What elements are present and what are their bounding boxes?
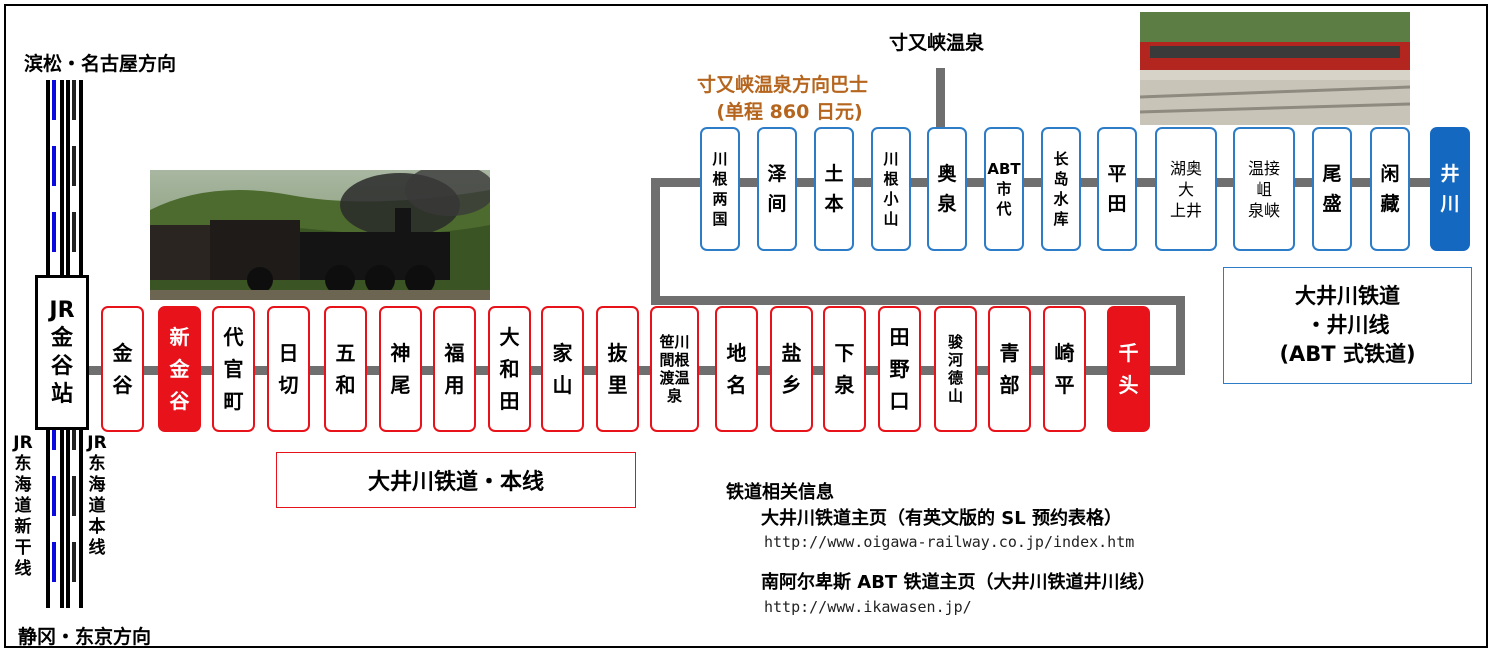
main-station[interactable]: 大 和 田 — [488, 306, 531, 432]
ikawa-station[interactable]: 温接 岨 泉峡 — [1233, 127, 1295, 251]
sl-train-illustration — [150, 170, 490, 300]
ikawa-station[interactable]: 湖奥 大 上井 — [1155, 127, 1217, 251]
ikawa-station[interactable]: 井 川 — [1430, 127, 1470, 251]
main-station[interactable]: 骏 河 德 山 — [934, 306, 977, 432]
sl-train-photo — [150, 170, 490, 300]
jr-kanaya-station[interactable]: JR 金 谷 站 — [35, 275, 89, 430]
bus-info: 寸又峡温泉方向巴士 (单程 860 日元) — [697, 70, 868, 124]
connector-track-left — [651, 178, 660, 305]
main-station[interactable]: 崎 平 — [1043, 306, 1086, 432]
north-direction-label: 滨松・名古屋方向 — [24, 53, 177, 75]
main-station[interactable]: 代 官 町 — [212, 306, 255, 432]
ikawa-station[interactable]: 川 根 两 国 — [700, 127, 740, 251]
main-station[interactable]: 青 部 — [988, 306, 1031, 432]
ikawa-station[interactable]: 长 岛 水 库 — [1041, 127, 1081, 251]
main-station[interactable]: 神 尾 — [379, 306, 422, 432]
bus-fare-label: (单程 860 日元) — [716, 101, 863, 123]
main-station[interactable]: 金 谷 — [101, 306, 144, 432]
oigawa-link-url[interactable]: http://www.oigawa-railway.co.jp/index.ht… — [764, 533, 1135, 551]
ikawa-station[interactable]: ABT 市 代 — [984, 127, 1024, 251]
connector-track-right — [1176, 296, 1185, 375]
main-station[interactable]: 五 和 — [324, 306, 367, 432]
main-station[interactable]: 盐 乡 — [770, 306, 813, 432]
map-frame — [4, 4, 1488, 648]
ikawa-station[interactable]: 尾 盛 — [1312, 127, 1352, 251]
ikawa-station[interactable]: 闲 藏 — [1370, 127, 1410, 251]
honsen-label: JR 东 海 道 本 线 — [87, 433, 107, 558]
onsen-branch — [936, 68, 945, 128]
oigawa-link-title: 大井川铁道主页（有英文版的 SL 预约表格） — [761, 508, 1122, 529]
main-station[interactable]: 田 野 口 — [878, 306, 921, 432]
info-heading: 铁道相关信息 — [726, 482, 834, 503]
main-line-label: 大井川铁道・本线 — [367, 470, 544, 495]
main-station[interactable]: 抜 里 — [596, 306, 639, 432]
ikawa-station[interactable]: 川 根 小 山 — [871, 127, 911, 251]
ikawa-station[interactable]: 奥 泉 — [927, 127, 967, 251]
onsen-label: 寸又峡温泉 — [889, 32, 985, 54]
south-direction-label: 静冈・东京方向 — [18, 626, 152, 648]
ikawasen-link-url[interactable]: http://www.ikawasen.jp/ — [764, 598, 972, 616]
main-station[interactable]: 日 切 — [267, 306, 310, 432]
ikawa-station[interactable]: 平 田 — [1097, 127, 1137, 251]
main-station[interactable]: 家 山 — [541, 306, 584, 432]
ikawa-station[interactable]: 土 本 — [814, 127, 854, 251]
ikawa-train-illustration — [1140, 12, 1410, 125]
main-station[interactable]: 福 用 — [433, 306, 476, 432]
bus-route-label: 寸又峡温泉方向巴士 — [697, 74, 869, 96]
ikawa-station[interactable]: 泽 间 — [757, 127, 797, 251]
main-station[interactable]: 地 名 — [715, 306, 758, 432]
ikawa-train-photo — [1140, 12, 1410, 125]
ikawasen-link-title: 南阿尔卑斯 ABT 铁道主页（大井川铁道井川线） — [761, 572, 1156, 593]
main-station[interactable]: 千 头 — [1107, 306, 1150, 432]
main-line-name: 大井川铁道・本线 — [276, 452, 636, 508]
main-station[interactable]: 新 金 谷 — [158, 306, 201, 432]
ikawa-line-name: 大井川铁道 ・井川线 (ABT 式铁道) — [1223, 267, 1472, 384]
connector-track-middle — [651, 296, 1185, 305]
main-station[interactable]: 笹川 間根 渡温 泉 — [650, 306, 699, 432]
main-station[interactable]: 下 泉 — [823, 306, 866, 432]
shinkansen-label: JR 东 海 道 新 干 线 — [13, 433, 33, 579]
